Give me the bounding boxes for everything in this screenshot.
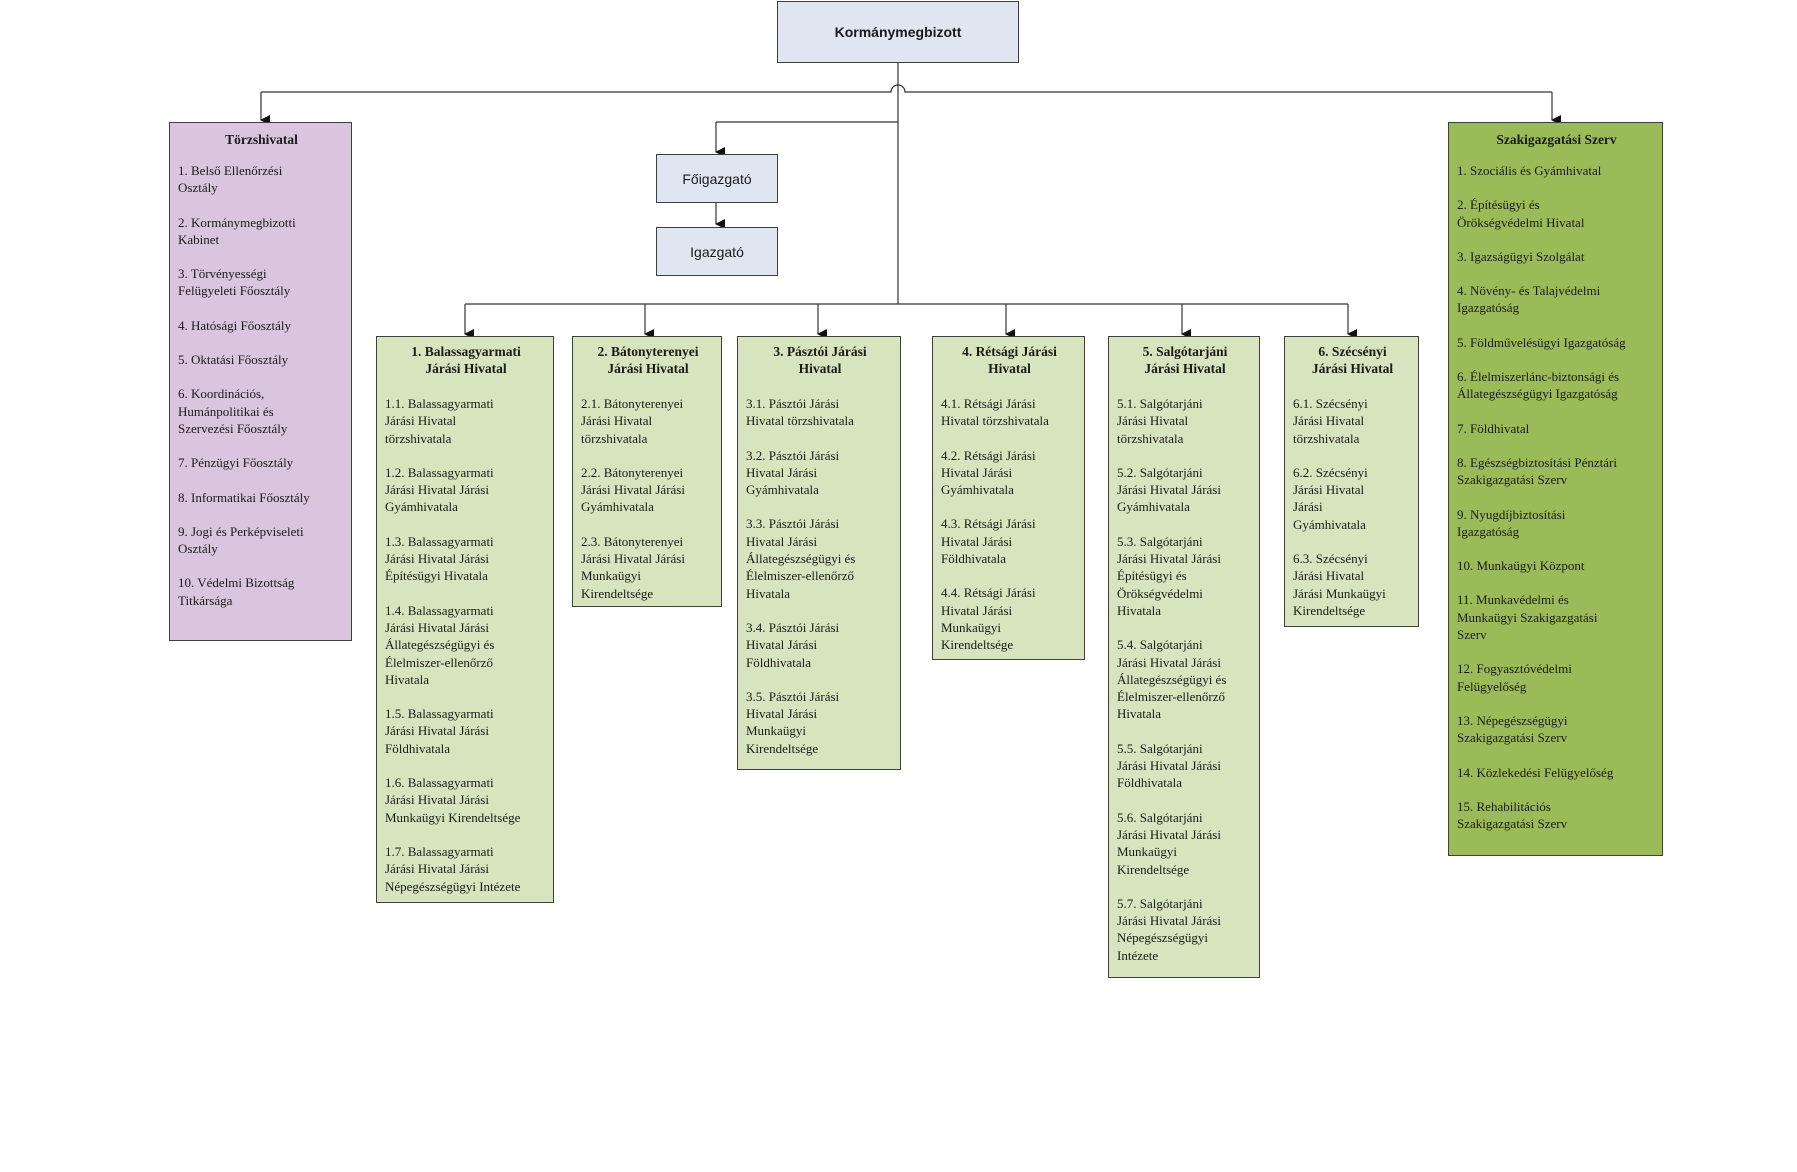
jarasi-title: 2. Bátonyterenyei Járási Hivatal bbox=[597, 344, 699, 376]
jarasi-hivatal-box: 2. Bátonyterenyei Járási Hivatal 2.1. Bá… bbox=[572, 336, 722, 607]
org-unit-item: 5.4. Salgótarjáni Járási Hivatal Járási … bbox=[1117, 637, 1227, 722]
org-unit-item: 4.2. Rétsági Járási Hivatal Járási Gyámh… bbox=[941, 447, 1036, 498]
jarasi-list: 5.1. Salgótarjáni Járási Hivatal törzshi… bbox=[1117, 395, 1253, 964]
szakigazgatasi-title: Szakigazgatási Szerv bbox=[1496, 132, 1617, 147]
foigazgato-label: Főigazgató bbox=[682, 170, 752, 187]
org-unit-item: 6. Koordinációs, Humánpolitikai és Szerv… bbox=[178, 386, 288, 436]
jarasi-hivatal-box: 5. Salgótarjáni Járási Hivatal 5.1. Salg… bbox=[1108, 336, 1260, 978]
kormanymegbizott-label: Kormánymegbizott bbox=[834, 24, 962, 40]
org-unit-item: 1.6. Balassagyarmati Járási Hivatal Járá… bbox=[385, 775, 521, 825]
org-unit-item: 4.1. Rétsági Járási Hivatal törzshivatal… bbox=[941, 396, 1049, 429]
szakigazgatasi-szerv-box: Szakigazgatási Szerv 1. Szociális és Gyá… bbox=[1448, 122, 1663, 856]
org-unit-item: 9. Jogi és Perképviseleti Osztály bbox=[178, 523, 304, 557]
org-unit-item: 9. Nyugdíjbiztosítási Igazgatóság bbox=[1457, 506, 1566, 539]
org-unit-item: 3.4. Pásztói Járási Hivatal Járási Földh… bbox=[746, 619, 840, 670]
jarasi-title: 1. Balassagyarmati Járási Hivatal bbox=[411, 344, 521, 376]
org-unit-item: 14. Közlekedési Felügyelőség bbox=[1457, 764, 1614, 780]
org-unit-item: 1. Belső Ellenőrzési Osztály bbox=[178, 163, 283, 196]
org-unit-item: 10. Védelmi Bizottság Titkársága bbox=[178, 575, 295, 608]
jarasi-title: 5. Salgótarjáni Járási Hivatal bbox=[1142, 344, 1228, 376]
org-unit-item: 11. Munkavédelmi és Munkaügyi Szakigazga… bbox=[1457, 592, 1598, 643]
jarasi-list: 4.1. Rétsági Járási Hivatal törzshivatal… bbox=[941, 395, 1078, 654]
org-unit-item: 5.7. Salgótarjáni Járási Hivatal Járási … bbox=[1117, 895, 1221, 963]
kormanymegbizott-box: Kormánymegbizott bbox=[777, 1, 1019, 63]
org-unit-item: 6.1. Szécsényi Járási Hivatal törzshivat… bbox=[1293, 396, 1368, 446]
org-unit-item: 4. Hatósági Főosztály bbox=[178, 317, 292, 333]
org-unit-item: 4. Növény- és Talajvédelmi Igazgatóság bbox=[1457, 283, 1601, 316]
org-unit-item: 1.4. Balassagyarmati Járási Hivatal Járá… bbox=[385, 602, 495, 687]
org-unit-item: 1. Szociális és Gyámhivatal bbox=[1457, 163, 1602, 178]
org-unit-item: 7. Földhivatal bbox=[1457, 420, 1530, 436]
jarasi-hivatal-box: 1. Balassagyarmati Járási Hivatal 1.1. B… bbox=[376, 336, 554, 903]
org-unit-item: 2.3. Bátonyterenyei Járási Hivatal Járás… bbox=[581, 533, 685, 601]
org-unit-item: 5. Földművelésügyi Igazgatóság bbox=[1457, 334, 1626, 350]
org-unit-item: 7. Pénzügyi Főosztály bbox=[178, 455, 294, 471]
org-unit-item: 5.2. Salgótarjáni Járási Hivatal Járási … bbox=[1117, 464, 1221, 515]
org-unit-item: 3.2. Pásztói Járási Hivatal Járási Gyámh… bbox=[746, 447, 840, 498]
torzshivatal-title: Törzshivatal bbox=[225, 132, 298, 147]
jarasi-title: 4. Rétsági Járási Hivatal bbox=[962, 344, 1057, 376]
org-unit-item: 8. Informatikai Főosztály bbox=[178, 489, 310, 505]
jarasi-list: 3.1. Pásztói Járási Hivatal törzshivatal… bbox=[746, 395, 894, 757]
foigazgato-box: Főigazgató bbox=[656, 154, 778, 203]
szakigazgatasi-list: 1. Szociális és Gyámhivatal 2. Építésügyi… bbox=[1457, 162, 1656, 832]
org-unit-item: 6. Élelmiszerlánc-biztonsági és Állategé… bbox=[1457, 369, 1620, 402]
org-unit-item: 8. Egészségbiztosítási Pénztári Szakigaz… bbox=[1457, 454, 1617, 488]
org-unit-item: 3.3. Pásztói Járási Hivatal Járási Állat… bbox=[746, 516, 856, 601]
org-unit-item: 5.1. Salgótarjáni Járási Hivatal törzshi… bbox=[1117, 396, 1203, 446]
org-unit-item: 12. Fogyasztóvédelmi Felügyelőség bbox=[1457, 661, 1572, 694]
org-unit-item: 1.5. Balassagyarmati Járási Hivatal Járá… bbox=[385, 706, 494, 756]
torzshivatal-list: 1. Belső Ellenőrzési Osztály 2. Kormányme… bbox=[178, 162, 345, 609]
org-unit-item: 3. Igazságügyi Szolgálat bbox=[1457, 248, 1585, 264]
org-unit-item: 6.2. Szécsényi Járási Hivatal Járási Gyá… bbox=[1293, 464, 1368, 532]
org-unit-item: 1.1. Balassagyarmati Járási Hivatal törz… bbox=[385, 396, 494, 446]
org-unit-item: 1.3. Balassagyarmati Járási Hivatal Járá… bbox=[385, 533, 494, 584]
org-unit-item: 15. Rehabilitációs Szakigazgatási Szerv bbox=[1457, 798, 1568, 832]
org-unit-item: 13. Népegészségügyi Szakigazgatási Szerv bbox=[1457, 712, 1568, 746]
igazgato-label: Igazgató bbox=[690, 243, 744, 260]
igazgato-box: Igazgató bbox=[656, 227, 778, 276]
org-unit-item: 1.2. Balassagyarmati Járási Hivatal Járá… bbox=[385, 464, 494, 515]
jarasi-hivatal-box: 6. Szécsényi Járási Hivatal 6.1. Szécsén… bbox=[1284, 336, 1419, 627]
org-unit-item: 4.4. Rétsági Járási Hivatal Járási Munka… bbox=[941, 585, 1036, 653]
org-unit-item: 5.3. Salgótarjáni Járási Hivatal Járási … bbox=[1117, 533, 1221, 618]
org-unit-item: 3.5. Pásztói Járási Hivatal Járási Munka… bbox=[746, 688, 840, 756]
org-unit-item: 10. Munkaügyi Központ bbox=[1457, 558, 1585, 574]
org-unit-item: 5.5. Salgótarjáni Járási Hivatal Járási … bbox=[1117, 740, 1221, 791]
org-unit-item: 5. Oktatási Főosztály bbox=[178, 352, 289, 368]
jarasi-hivatal-box: 4. Rétsági Járási Hivatal 4.1. Rétsági J… bbox=[932, 336, 1085, 660]
jarasi-hivatal-box: 3. Pásztói Járási Hivatal 3.1. Pásztói J… bbox=[737, 336, 901, 770]
jarasi-list: 6.1. Szécsényi Járási Hivatal törzshivat… bbox=[1293, 395, 1412, 619]
jarasi-title: 3. Pásztói Járási Hivatal bbox=[773, 344, 867, 376]
torzshivatal-box: Törzshivatal 1. Belső Ellenőrzési Osztál… bbox=[169, 122, 352, 641]
org-unit-item: 6.3. Szécsényi Járási Hivatal Járási Mun… bbox=[1293, 551, 1386, 618]
org-unit-item: 2.2. Bátonyterenyei Járási Hivatal Járás… bbox=[581, 464, 685, 515]
jarasi-list: 1.1. Balassagyarmati Járási Hivatal törz… bbox=[385, 395, 547, 895]
org-unit-item: 2. Építésügyi és Örökségvédelmi Hivatal bbox=[1457, 197, 1585, 230]
org-unit-item: 5.6. Salgótarjáni Járási Hivatal Járási … bbox=[1117, 809, 1221, 877]
org-unit-item: 3.1. Pásztói Járási Hivatal törzshivatal… bbox=[746, 396, 854, 429]
org-unit-item: 2.1. Bátonyterenyei Járási Hivatal törzs… bbox=[581, 396, 684, 446]
org-unit-item: 4.3. Rétsági Járási Hivatal Járási Földh… bbox=[941, 516, 1036, 567]
org-unit-item: 3. Törvényességi Felügyeleti Főosztály bbox=[178, 266, 291, 299]
jarasi-title: 6. Szécsényi Járási Hivatal bbox=[1311, 344, 1394, 376]
org-unit-item: 2. Kormánymegbizotti Kabinet bbox=[178, 214, 296, 247]
jarasi-list: 2.1. Bátonyterenyei Járási Hivatal törzs… bbox=[581, 395, 715, 602]
org-unit-item: 1.7. Balassagyarmati Járási Hivatal Járá… bbox=[385, 843, 521, 894]
